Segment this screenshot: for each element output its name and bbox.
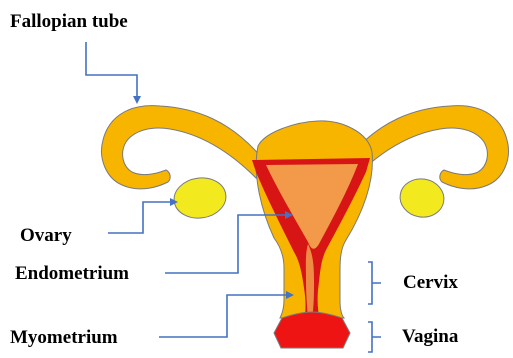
ovary-right [397, 175, 447, 220]
fallopian-tube-right [348, 106, 508, 189]
label-myometrium: Myometrium [10, 327, 118, 348]
ovary-left [171, 175, 228, 222]
pointer-myometrium [159, 295, 292, 337]
pointer-ovary [108, 202, 176, 233]
label-endometrium: Endometrium [15, 263, 129, 284]
pointer-fallopian-tube [86, 42, 137, 102]
label-vagina: Vagina [402, 326, 459, 347]
label-ovary: Ovary [20, 225, 72, 246]
fallopian-tube-left [102, 106, 262, 189]
label-fallopian-tube: Fallopian tube [10, 11, 128, 32]
bracket-cervix [368, 262, 381, 304]
vagina-shape [274, 312, 350, 348]
bracket-vagina [368, 322, 381, 352]
label-cervix: Cervix [403, 272, 458, 293]
